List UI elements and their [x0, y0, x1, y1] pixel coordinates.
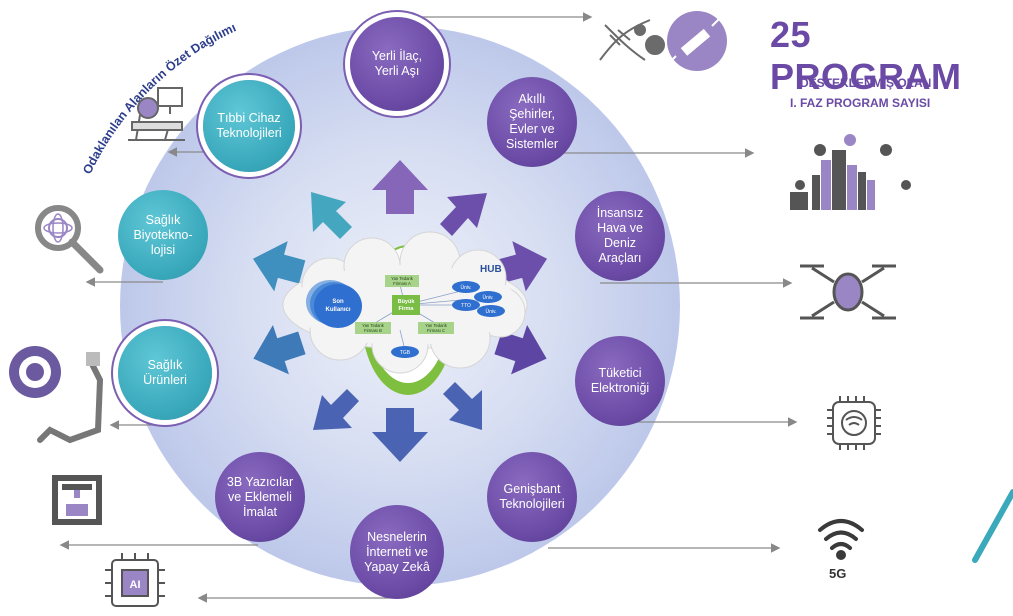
node-tuketici-elektronigi-label: Tüketici Elektroniği [590, 366, 650, 395]
arrow-up-left [311, 192, 352, 239]
uni-3-bubble [477, 305, 505, 317]
hub-label: HUB [480, 264, 502, 275]
prosthetic-arm-icon [9, 346, 104, 444]
tto-bubble [452, 299, 480, 311]
node-saglik-biyoteknoloji-label: Sağlık Biyotekno- lojisi [133, 212, 193, 257]
decorative-slash [972, 489, 1013, 563]
tgb-label: TGB [400, 350, 411, 356]
node-akilli-sehirler-label: Akıllı Şehirler, Evler ve Sistemler [505, 92, 559, 151]
medical-device-icon [128, 87, 185, 141]
node-tuketici-elektronigi: Tüketici Elektroniği [575, 336, 665, 426]
program-subtitle-line1: DESTEKLENMİŞ OLAN [800, 76, 932, 90]
arrow-up-right [440, 193, 487, 236]
arrow-left-up [252, 241, 306, 292]
node-insansiz-araclar-label: İnsansız Hava ve Deniz Araçları [596, 206, 644, 265]
arrow-left-down [253, 324, 306, 375]
radial-arrows [252, 160, 548, 462]
icon-connectors [59, 12, 798, 603]
node-saglik-biyoteknoloji: Sağlık Biyotekno- lojisi [118, 190, 208, 280]
program-subtitle-line2: I. FAZ PROGRAM SAYISI [790, 96, 931, 110]
uni-2-label: Üniv. [482, 294, 493, 301]
node-insansiz-araclar: İnsansız Hava ve Deniz Araçları [575, 191, 665, 281]
big-firm-box [392, 295, 420, 315]
arrow-down-left [313, 389, 359, 430]
node-3b-yazicilar: 3B Yazıcılar ve Eklemeli İmalat [215, 452, 305, 542]
node-genisbant: Genişbant Teknolojileri [487, 452, 577, 542]
node-yerli-ilac: Yerli İlaç, Yerli Aşı [350, 17, 444, 111]
node-3b-yazicilar-label: 3B Yazıcılar ve Eklemeli İmalat [226, 474, 294, 519]
supplier-b-box [355, 322, 391, 334]
svg-text:AI: AI [130, 579, 141, 591]
node-saglik-urunleri: Sağlık Ürünleri [118, 326, 212, 420]
3d-printer-icon [52, 475, 102, 525]
node-nesnelerin-interneti-label: Nesnelerin İnterneti ve Yapay Zekâ [364, 529, 430, 574]
chip-wifi-icon [827, 396, 881, 450]
arrow-right-up [494, 241, 548, 292]
end-user-bubble [314, 284, 362, 328]
node-yerli-ilac-label: Yerli İlaç, Yerli Aşı [371, 49, 423, 78]
node-genisbant-label: Genişbant Teknolojileri [499, 482, 565, 511]
arrow-up [372, 160, 428, 214]
badge-5g: 5G [829, 566, 847, 581]
uni-2-bubble [474, 291, 502, 303]
drone-icon [800, 264, 896, 320]
biotech-magnifier-icon [35, 205, 104, 274]
tto-label: TTO [461, 303, 471, 309]
arrow-down [372, 408, 428, 462]
uni-1-bubble [452, 281, 480, 293]
dna-virus-icon [599, 19, 665, 61]
supplier-a-box [385, 275, 419, 287]
tgb-bubble [391, 346, 419, 358]
uni-1-label: Üniv. [460, 284, 471, 291]
uni-3-label: Üniv. [485, 308, 496, 315]
node-akilli-sehirler: Akıllı Şehirler, Evler ve Sistemler [487, 77, 577, 167]
arrow-down-right [443, 382, 482, 430]
ai-chip-icon: AI [105, 553, 165, 607]
supplier-c-box [418, 322, 454, 334]
arrow-right-down [494, 324, 547, 375]
node-tibbi-cihaz-label: Tıbbi Cihaz Teknolojileri [216, 111, 282, 140]
node-nesnelerin-interneti: Nesnelerin İnterneti ve Yapay Zekâ [350, 505, 444, 599]
syringe-icon [667, 11, 727, 71]
smart-city-icon [790, 134, 911, 210]
node-saglik-urunleri-label: Sağlık Ürünleri [143, 358, 187, 387]
program-count-title: 25 PROGRAM [770, 14, 962, 97]
node-tibbi-cihaz: Tıbbi Cihaz Teknolojileri [203, 80, 295, 172]
wifi-5g-icon [818, 519, 864, 560]
